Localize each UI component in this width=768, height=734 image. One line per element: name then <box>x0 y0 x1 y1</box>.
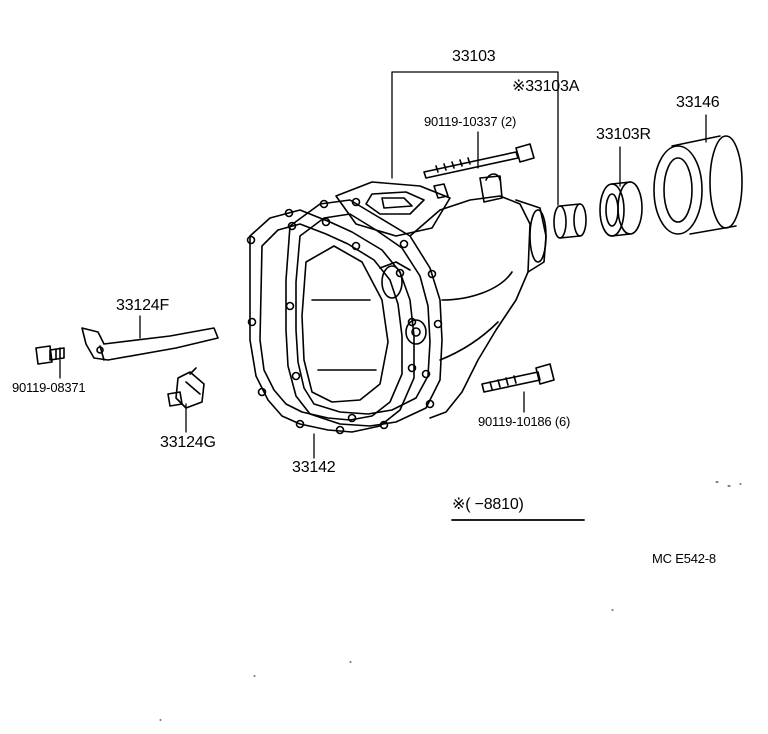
label-bolt-90119-08371: 90119-08371 <box>12 380 86 395</box>
scan-specks <box>159 481 742 721</box>
label-bolt-90119-10337: 90119-10337 (2) <box>424 114 517 129</box>
label-33103r: 33103R <box>596 126 651 143</box>
applicability-note: ※( −8810) <box>452 496 524 513</box>
diagram-code: MC E542-8 <box>652 551 716 566</box>
label-33103: 33103 <box>452 48 496 65</box>
label-33124f: 33124F <box>116 297 170 314</box>
label-33142: 33142 <box>292 459 336 476</box>
pivot-33124g <box>167 367 205 409</box>
transmission-case-33103 <box>285 173 547 427</box>
oil-seal-33103a <box>553 203 587 239</box>
bolt-90119-08371 <box>35 345 65 365</box>
gasket-33142 <box>246 208 417 435</box>
bolt-90119-10337 <box>423 143 535 179</box>
bolt-90119-10186 <box>481 363 555 393</box>
leader-lines <box>59 71 707 459</box>
oil-seal-33103r <box>599 181 643 237</box>
fork-33124f <box>81 327 219 361</box>
label-33124g: 33124G <box>160 434 216 451</box>
label-bolt-90119-10186: 90119-10186 (6) <box>478 414 571 429</box>
label-33103a: ※33103A <box>512 78 580 95</box>
label-33146: 33146 <box>676 94 720 111</box>
cover-33146 <box>653 135 743 235</box>
